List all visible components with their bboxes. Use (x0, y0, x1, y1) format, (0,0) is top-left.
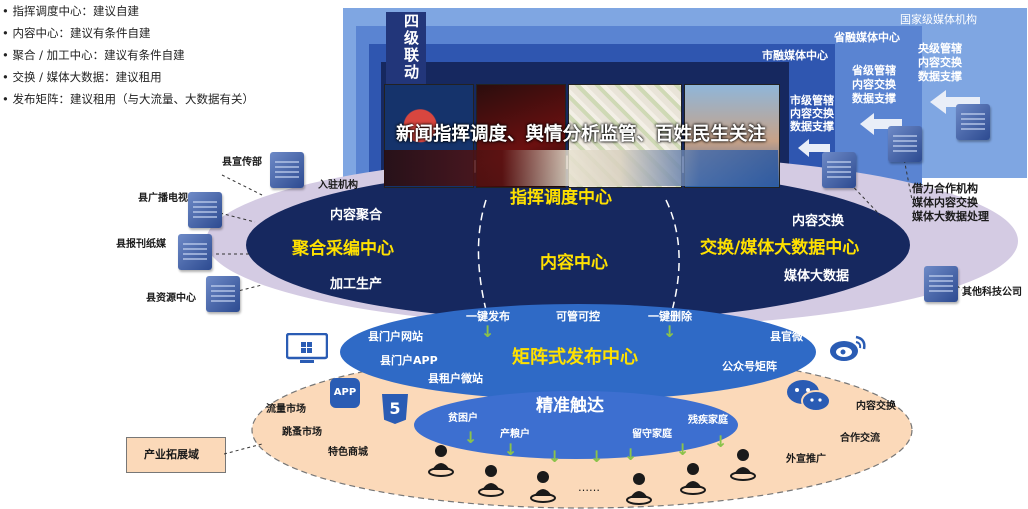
province-support: 省级管辖 内容交换 数据支撑 (852, 64, 896, 105)
target-group: 贫困户 (448, 413, 478, 424)
portal-label: 县门户网站 (368, 330, 423, 343)
building-icon (888, 126, 922, 162)
station-label: 入驻机构 (318, 180, 358, 191)
outer-right-item: 合作交流 (840, 433, 880, 444)
person-icon (428, 445, 454, 477)
app-icon: APP (330, 378, 360, 408)
ellipsis-label: …… (578, 481, 600, 494)
city-support: 市级管辖 内容交换 数据支撑 (790, 94, 834, 133)
vertical-char: 四 (404, 12, 420, 30)
vertical-char: 动 (404, 63, 420, 81)
screen-bottom-strip (384, 150, 778, 186)
building-icon (822, 152, 856, 188)
person-icon (730, 449, 756, 481)
exchange-title: 交换/媒体大数据中心 (700, 238, 860, 258)
vertical-char: 级 (404, 29, 420, 47)
aggregation-top: 内容聚合 (330, 208, 383, 223)
content-center-label: 内容中心 (540, 253, 608, 273)
weibo-icon (830, 335, 866, 361)
legend-notes: • 指挥调度中心：建议自建 • 内容中心：建议有条件自建 • 聚合 / 加工中心… (2, 2, 254, 112)
down-arrow-icon: ↓ (663, 322, 677, 341)
building-icon (188, 192, 222, 228)
html5-icon: 5 (382, 394, 408, 424)
outer-left-item: 特色商城 (328, 447, 368, 458)
weibo-label: 县官微 (770, 330, 803, 343)
command-center-label: 指挥调度中心 (510, 188, 612, 208)
outer-left-item: 流量市场 (266, 404, 306, 415)
industry-label: 产业拓展域 (144, 448, 199, 461)
weibo-site-label: 县租户微站 (428, 372, 483, 385)
down-arrow-icon: ↓ (464, 428, 478, 447)
left-arrow-icon (930, 90, 980, 114)
down-arrow-icon: ↓ (676, 440, 690, 459)
source-label: 县广播电视台 (138, 193, 198, 204)
person-icon (530, 471, 556, 503)
note-item: • 发布矩阵：建议租用（与大流量、大数据有关） (2, 92, 254, 106)
down-arrow-icon: ↓ (548, 447, 562, 466)
controllable-label: 可管可控 (556, 310, 600, 323)
four-level-linkage (386, 12, 426, 84)
source-label: 县资源中心 (146, 293, 196, 304)
industry-connector (224, 443, 263, 455)
note-item: • 聚合 / 加工中心：建议有条件自建 (2, 48, 185, 62)
target-group: 留守家庭 (632, 429, 672, 440)
building-icon (924, 266, 958, 302)
province-label: 省融媒体中心 (834, 31, 900, 44)
building-icon (956, 104, 990, 140)
city-label: 市融媒体中心 (762, 49, 828, 62)
person-icon (478, 465, 504, 497)
down-arrow-icon: ↓ (504, 440, 518, 459)
wechat-matrix-label: 公众号矩阵 (722, 360, 777, 373)
down-arrow-icon: ↓ (481, 322, 495, 341)
building-icon (178, 234, 212, 270)
exchange-top: 内容交换 (792, 214, 845, 229)
person-icon (680, 463, 706, 495)
one-click-publish: 一键发布 (466, 310, 510, 323)
national-label: 国家级媒体机构 (900, 13, 977, 26)
note-item: • 指挥调度中心：建议自建 (2, 4, 139, 18)
source-label: 县宣传部 (222, 157, 262, 168)
down-arrow-icon: ↓ (624, 445, 638, 464)
vertical-char: 联 (404, 46, 420, 64)
app-label: 县门户APP (380, 354, 438, 367)
building-icon (270, 152, 304, 188)
left-arrow-icon (860, 113, 902, 135)
building-icon (206, 276, 240, 312)
partner-lines: 借力合作机构 媒体内容交换 媒体大数据处理 (912, 182, 989, 223)
exchange-bottom: 媒体大数据 (784, 269, 850, 284)
aggregation-title: 聚合采编中心 (292, 239, 394, 259)
banner-title: 新闻指挥调度、舆情分析监管、百姓民生关注 (396, 124, 767, 145)
target-group: 残疾家庭 (688, 415, 728, 426)
wechat-icon (787, 380, 831, 412)
down-arrow-icon: ↓ (714, 432, 728, 451)
outer-right-item: 内容交换 (856, 401, 896, 412)
precise-title: 精准触达 (536, 396, 604, 416)
note-item: • 内容中心：建议有条件自建 (2, 26, 151, 40)
outer-left-item: 跳蚤市场 (282, 427, 322, 438)
source-label: 县报刊纸媒 (116, 239, 166, 250)
person-icon (626, 473, 652, 505)
down-arrow-icon: ↓ (590, 447, 604, 466)
industry-box (126, 437, 226, 473)
target-group: 产粮户 (500, 429, 530, 440)
note-item: • 交换 / 媒体大数据：建议租用 (2, 70, 162, 84)
outer-right-item: 外宣推广 (786, 454, 826, 465)
left-arrow-icon (798, 139, 830, 157)
monitor-icon (286, 333, 328, 363)
aggregation-bottom: 加工生产 (330, 277, 383, 292)
central-support: 央级管辖 内容交换 数据支撑 (918, 42, 962, 83)
one-click-delete: 一键删除 (648, 310, 692, 323)
publish-title: 矩阵式发布中心 (512, 347, 638, 368)
other-tech-label: 其他科技公司 (962, 287, 1022, 298)
